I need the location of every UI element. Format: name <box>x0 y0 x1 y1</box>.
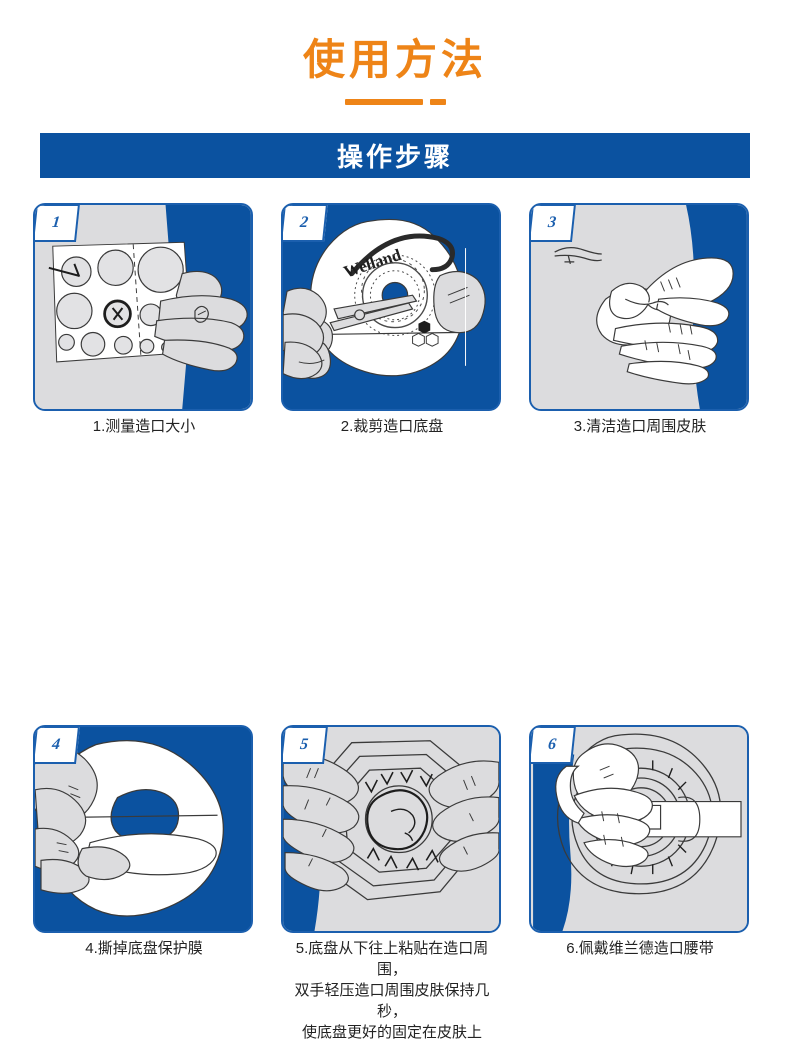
measuring-guide-illustration <box>35 205 251 409</box>
step-badge-2: 2 <box>283 205 328 242</box>
step-card-2: Welland <box>281 196 503 435</box>
step-card-6: 6 6.佩戴维兰德造口腰带 <box>529 718 751 957</box>
step-card-4: 4 4.撕掉底盘保护膜 <box>33 718 255 957</box>
step-caption-6: 6.佩戴维兰德造口腰带 <box>566 940 714 957</box>
step-card-1: 1 1.测量造口大小 <box>33 196 255 435</box>
step-caption-5: 5.底盘从下往上粘贴在造口周围， 双手轻压造口周围皮肤保持几秒， 使底盘更好的固… <box>281 938 503 1043</box>
step-caption-3: 3.清洁造口周围皮肤 <box>573 418 707 435</box>
page-title: 使用方法 <box>302 36 487 83</box>
step-caption-5-line-2: 双手轻压造口周围皮肤保持几秒， <box>294 982 490 1020</box>
step-badge-3: 3 <box>531 205 576 242</box>
step-caption-1: 1.测量造口大小 <box>92 418 196 435</box>
section-banner-label: 操作步骤 <box>336 142 453 172</box>
step-illustration-3: 3 <box>529 203 749 411</box>
step-badge-5: 5 <box>283 727 328 764</box>
step-illustration-4: 4 <box>33 725 253 933</box>
step-caption-5-line-1: 5.底盘从下往上粘贴在造口周围， <box>295 940 489 978</box>
step-card-3: 3 3.清洁造口周围皮肤 <box>529 196 751 435</box>
step-illustration-1: 1 <box>33 203 253 411</box>
step-caption-4: 4.撕掉底盘保护膜 <box>85 940 203 957</box>
divider-dash-short <box>429 98 446 105</box>
section-banner: 操作步骤 <box>40 133 750 178</box>
divider-dash-long <box>344 98 423 105</box>
steps-row-1: 1 1.测量造口大小 Welland <box>0 196 790 446</box>
steps-row-2: 4 4.撕掉底盘保护膜 <box>0 446 790 1041</box>
step-caption-2: 2.裁剪造口底盘 <box>340 418 444 435</box>
title-divider-icon <box>0 98 790 105</box>
step-illustration-5: 5 <box>281 725 501 933</box>
step-card-5: 5 5.底盘从下往上粘贴在造口周围， 双手轻压造口周围皮肤保持几秒， 使底盘更好… <box>281 718 503 1041</box>
step-illustration-2: Welland <box>281 203 501 411</box>
steps-grid: 1 1.测量造口大小 Welland <box>0 196 790 1041</box>
step-badge-6: 6 <box>531 727 576 764</box>
step-badge-4: 4 <box>35 727 80 764</box>
step-badge-1: 1 <box>35 205 80 242</box>
cutting-baseplate-illustration: Welland <box>283 205 499 409</box>
step-caption-5-line-3: 使底盘更好的固定在皮肤上 <box>301 1024 482 1041</box>
step-illustration-6: 6 <box>529 725 749 933</box>
